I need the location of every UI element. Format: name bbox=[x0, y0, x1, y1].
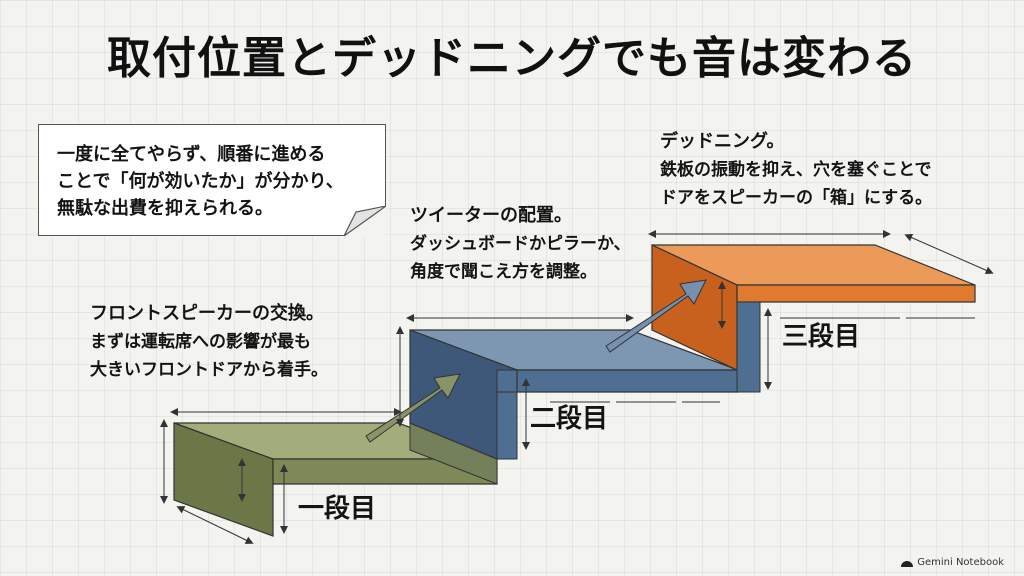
step-1-label: 一段目 bbox=[298, 494, 377, 524]
note-folded-corner bbox=[344, 206, 386, 236]
step-3-line: ドアをスピーカーの「箱」にする。 bbox=[660, 188, 933, 208]
step-2-line: ダッシュボードかピラーか、 bbox=[410, 234, 631, 254]
brand-watermark: Gemini Notebook bbox=[901, 557, 1004, 568]
step-1-line: まずは運転席への影響が最も bbox=[90, 332, 311, 352]
step-3-label: 三段目 bbox=[782, 322, 861, 352]
brand-label: Gemini Notebook bbox=[917, 557, 1004, 568]
step-1-description: フロントスピーカーの交換。 まずは運転席への影響が最も 大きいフロントドアから着… bbox=[90, 300, 328, 384]
step-3-heading: デッドニング。 bbox=[660, 131, 785, 152]
progress-arrow-2 bbox=[605, 279, 707, 353]
progress-arrow-1 bbox=[365, 373, 461, 443]
page-title: 取付位置とデッドニングでも音は変わる bbox=[107, 33, 917, 84]
note-line: ことで「何が効いたか」が分かり、 bbox=[57, 171, 344, 192]
step-3-line: 鉄板の振動を抑え、穴を塞ぐことで bbox=[660, 160, 932, 180]
step-2-label: 二段目 bbox=[530, 404, 609, 434]
notebook-logo-icon bbox=[901, 560, 914, 567]
step-2-block bbox=[409, 329, 739, 460]
step-3-description: デッドニング。 鉄板の振動を抑え、穴を塞ぐことで ドアをスピーカーの「箱」にする… bbox=[660, 128, 932, 212]
step-2-line: 角度で聞こえ方を調整。 bbox=[410, 262, 597, 282]
step-1-heading: フロントスピーカーの交換。 bbox=[90, 303, 324, 324]
step-2-heading: ツイーターの配置。 bbox=[410, 205, 572, 226]
note-line: 無駄な出費を抑えられる。 bbox=[57, 198, 273, 219]
summary-note: 一度に全てやらず、順番に進める ことで「何が効いたか」が分かり、 無駄な出費を抑… bbox=[38, 124, 386, 236]
step-3-block bbox=[651, 244, 976, 393]
note-line: 一度に全てやらず、順番に進める bbox=[57, 144, 326, 165]
dimension-lines bbox=[160, 230, 994, 544]
step-2-description: ツイーターの配置。 ダッシュボードかピラーか、 角度で聞こえ方を調整。 bbox=[410, 202, 631, 286]
step-1-line: 大きいフロントドアから着手。 bbox=[90, 360, 328, 380]
